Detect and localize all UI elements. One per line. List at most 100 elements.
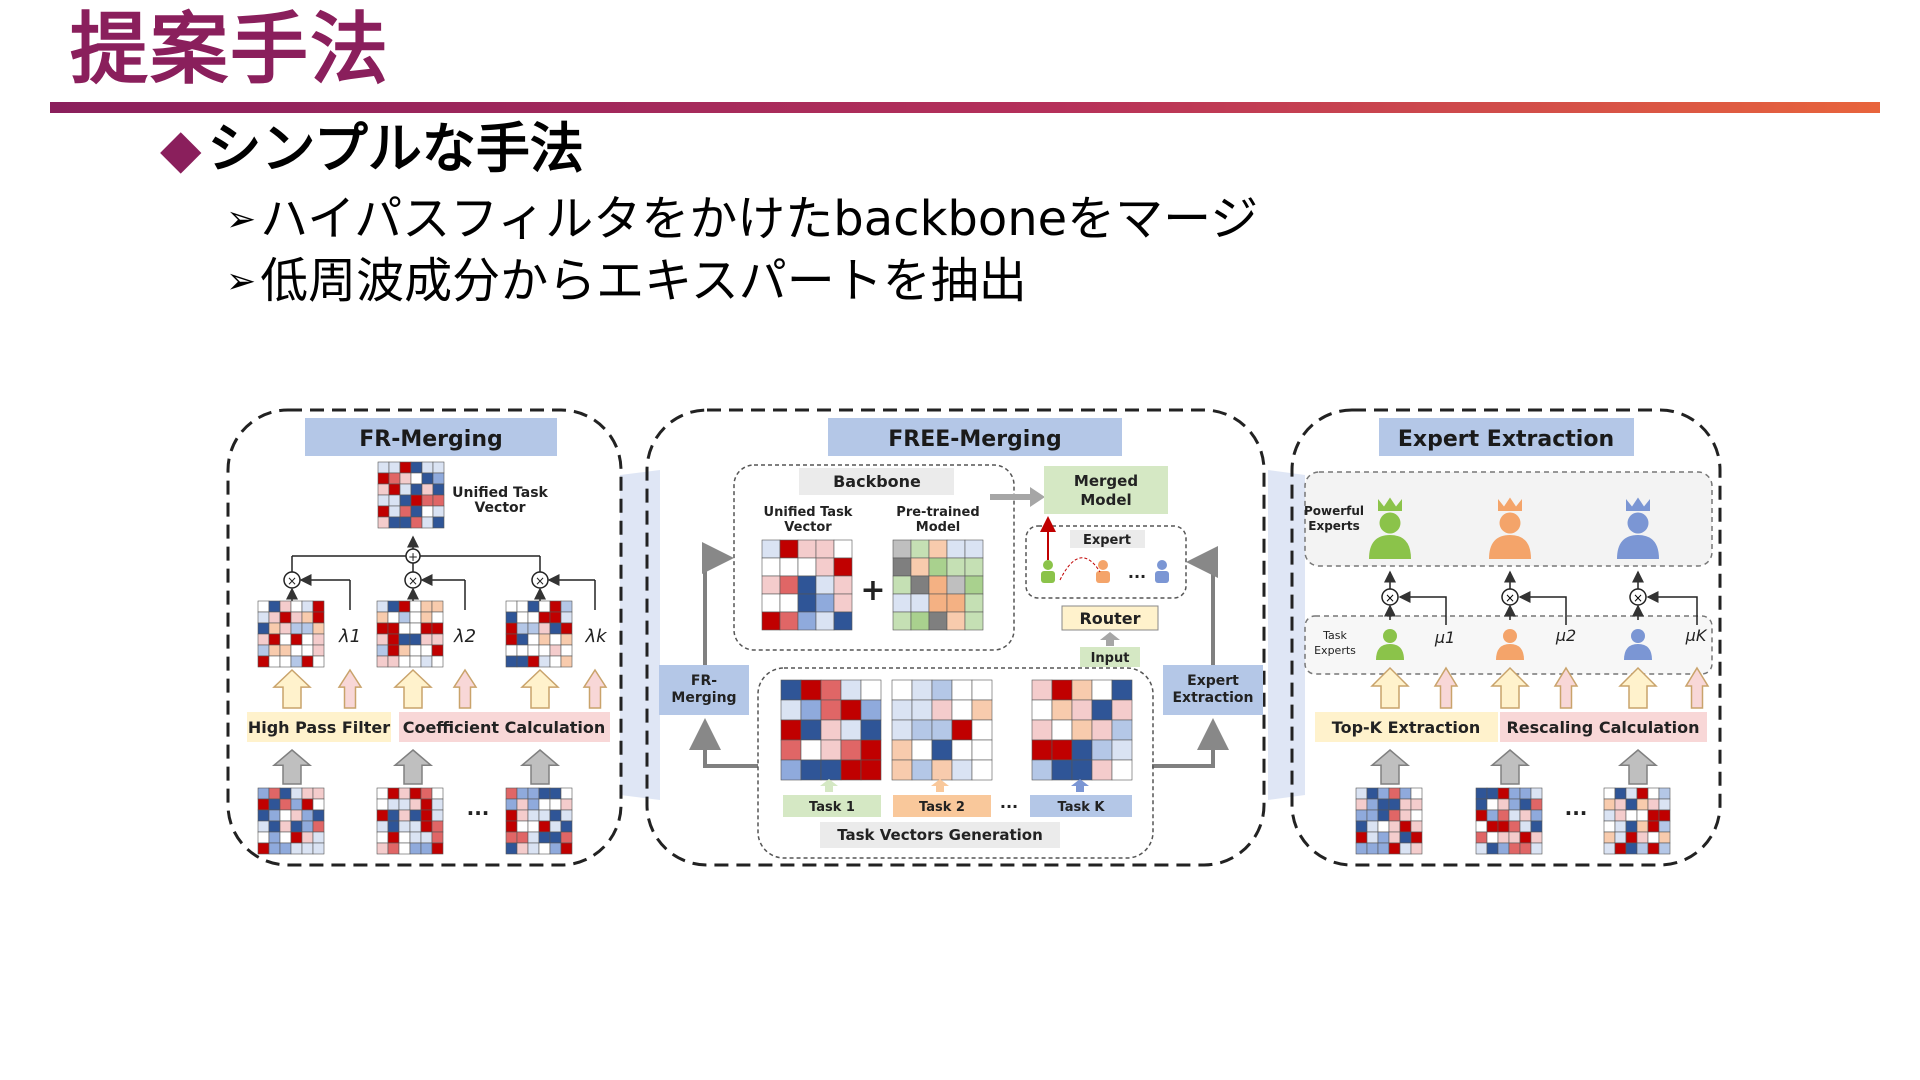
task-vectors-generation-label: Task Vectors Generation: [837, 826, 1043, 844]
gray-up-arrow-icon-1: [392, 749, 434, 785]
expert-extraction-side-box: [1163, 665, 1263, 715]
high-pass-filter-label: High Pass Filter: [248, 718, 390, 737]
lambda-k: λk: [584, 626, 608, 647]
input-matrix-1: [257, 787, 325, 855]
up-arrow-icon-2: [393, 668, 433, 709]
rescale-up-arrow-icon-1: [1433, 666, 1459, 709]
svg-text:×: ×: [535, 574, 545, 588]
free-merging-title-bar: [828, 418, 1122, 456]
merge-arrow-icon: [990, 487, 1045, 507]
task-1-matrix: [780, 679, 882, 781]
fr-merging-side-box: [659, 665, 749, 715]
sub-bullet-2-text: 低周波成分からエキスパートを抽出: [260, 253, 1027, 309]
up-arrow-icon-1: [337, 668, 363, 709]
fr-merging-title: FR-Merging: [359, 427, 502, 452]
rescale-up-arrow-icon-3: [1553, 666, 1579, 709]
sub-bullet-2: ➢低周波成分からエキスパートを抽出: [226, 248, 1027, 315]
up-arrow-icon-4: [520, 668, 560, 709]
sub-bullet-1: ➢ハイパスフィルタをかけたbackboneをマージ: [226, 186, 1258, 253]
expert-extraction-to-router-arrow: [1186, 546, 1218, 665]
title-rule: [50, 102, 1880, 113]
rescale-up-arrow-icon-0: [1370, 666, 1410, 709]
high-pass-filter-box: [247, 712, 391, 742]
task-expert-blue-icon: [1624, 629, 1652, 660]
expert-green-icon: [1041, 560, 1055, 583]
task-vectors-box: [757, 667, 1154, 859]
expert-blue-icon: [1155, 560, 1169, 583]
filtered-matrix-1: [257, 600, 325, 668]
backbone-label-bg: [799, 468, 954, 495]
powerful-expert-blue-icon: [1617, 497, 1659, 559]
filtered-matrix-2: [376, 600, 444, 668]
input-label: Input: [1091, 651, 1130, 666]
multiply-glyph: ×: [1385, 591, 1395, 605]
task-vectors-generation-bg: [820, 822, 1060, 848]
fr-merging-side-label: FR-Merging: [671, 673, 736, 706]
powerful-expert-orange-icon: [1489, 497, 1531, 559]
task-vector-inputs: [257, 787, 573, 855]
extraction-input-matrix-2: [1475, 787, 1543, 855]
lambda-1: λ1: [338, 626, 361, 647]
free-merging-border: [645, 408, 1266, 867]
plus-sign: +: [860, 573, 885, 608]
rescale-up-arrow-icon-2: [1490, 666, 1530, 709]
task-k-box: [1030, 795, 1132, 817]
svg-text:+: +: [408, 550, 418, 564]
task-expert-green-icon: [1376, 629, 1404, 660]
main-bullet-text: シンプルな手法: [207, 117, 584, 180]
arrow-bullet-icon: ➢: [226, 261, 257, 302]
tasks-ellipsis: ···: [1000, 797, 1018, 816]
lambda-2: λ2: [453, 626, 476, 647]
task-2-matrix: [891, 679, 993, 781]
expert-extraction-border: [1290, 408, 1722, 867]
powerful-expert-green-icon: [1369, 497, 1411, 559]
multiply-node-2-icon: ×: [404, 571, 422, 589]
expert-label-bg: [1070, 530, 1145, 548]
arrow-bullet-icon: ➢: [226, 199, 257, 240]
topk-box: [1315, 712, 1498, 742]
unified-matrix: [377, 461, 445, 529]
powerful-expert-icons: [1369, 497, 1659, 559]
extraction-input-matrix-k: [1603, 787, 1671, 855]
input-up-arrow-icon: [1100, 632, 1120, 646]
rescale-up-arrow-icon-5: [1684, 666, 1710, 709]
multiply-glyph: ×: [1505, 591, 1515, 605]
rescaling-label: Rescaling Calculation: [1506, 718, 1699, 737]
free-merging-title: FREE-Merging: [888, 427, 1062, 452]
up-arrow-icon-5: [582, 668, 608, 709]
backbone-box: [733, 464, 1015, 651]
sub-bullet-1-text: ハイパスフィルタをかけたbackboneをマージ: [260, 191, 1259, 247]
panel-connector-left: [620, 470, 660, 800]
coefficient-calculation-box: [399, 712, 610, 742]
task-1-label: Task 1: [809, 800, 855, 815]
coefficient-calculation-label: Coefficient Calculation: [403, 718, 606, 737]
router-box: [1061, 605, 1159, 631]
expert-extraction-title: Expert Extraction: [1398, 427, 1614, 452]
extraction-input-arrows: [1369, 749, 1659, 785]
left-ellipsis: ...: [467, 796, 490, 820]
expert-label: Expert: [1083, 533, 1131, 548]
coefficient-arrows: [272, 668, 608, 709]
extraction-gray-arrow-icon-2: [1617, 749, 1659, 785]
filtered-matrices: [257, 600, 573, 668]
task-1-box: [783, 795, 881, 817]
input-matrix-k: [505, 787, 573, 855]
filtered-matrix-k: [505, 600, 573, 668]
expert-extraction-title-bar: [1379, 418, 1634, 456]
task-k-matrix: [1031, 679, 1133, 781]
multiply-node-3-icon: ×: [531, 571, 549, 589]
pretrained-model-matrix: [892, 539, 984, 631]
input-arrows: [271, 749, 561, 785]
expert-ellipsis: ···: [1128, 567, 1146, 586]
tasks-to-fr-arrow: [689, 718, 758, 768]
up-arrow-icon-0: [272, 668, 312, 709]
input-matrix-2: [376, 787, 444, 855]
gray-up-arrow-icon-2: [519, 749, 561, 785]
